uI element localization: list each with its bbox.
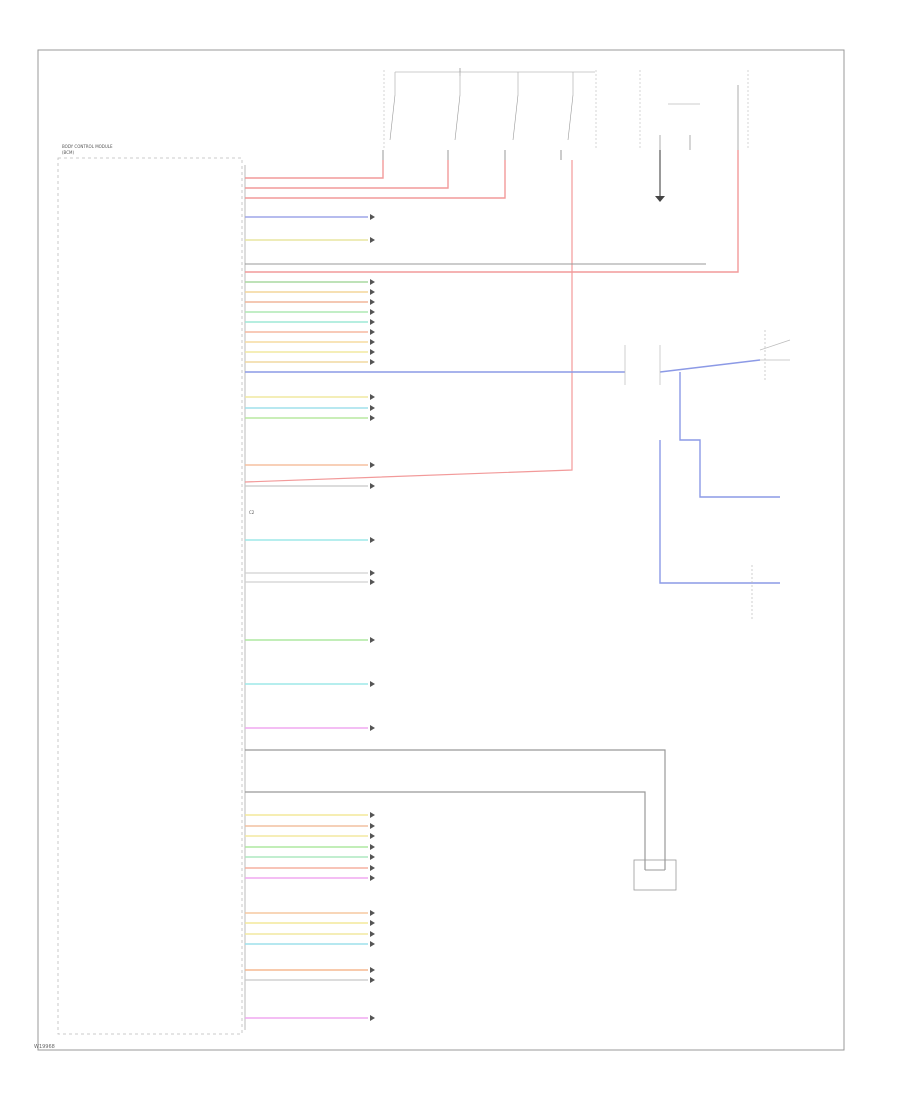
power-wire-3 — [245, 160, 506, 199]
data-wire-down-2 — [659, 440, 780, 584]
data-wire-down — [679, 372, 780, 498]
ground-wire-1 — [245, 749, 666, 870]
module-boundary — [57, 157, 243, 1035]
right-components — [624, 330, 791, 620]
relay-block — [639, 70, 749, 202]
footer-code: W19968 — [34, 1044, 55, 1050]
data-wire-branch — [659, 359, 761, 373]
power-wire-4 — [245, 150, 739, 273]
module-subtitle: (BCM) — [62, 150, 74, 155]
ground-device — [633, 859, 677, 891]
connector-code: C2 — [249, 510, 255, 515]
power-wire-2 — [245, 160, 449, 189]
terminal-arrows — [370, 214, 375, 1021]
fuse-block — [382, 68, 597, 160]
power-wire-5 — [244, 160, 573, 483]
signal-wires — [245, 216, 368, 1019]
power-wire-1 — [245, 160, 384, 179]
diagram-frame — [37, 49, 845, 1051]
ground-wire-2 — [245, 791, 646, 870]
module-title: BODY CONTROL MODULE — [62, 144, 113, 149]
